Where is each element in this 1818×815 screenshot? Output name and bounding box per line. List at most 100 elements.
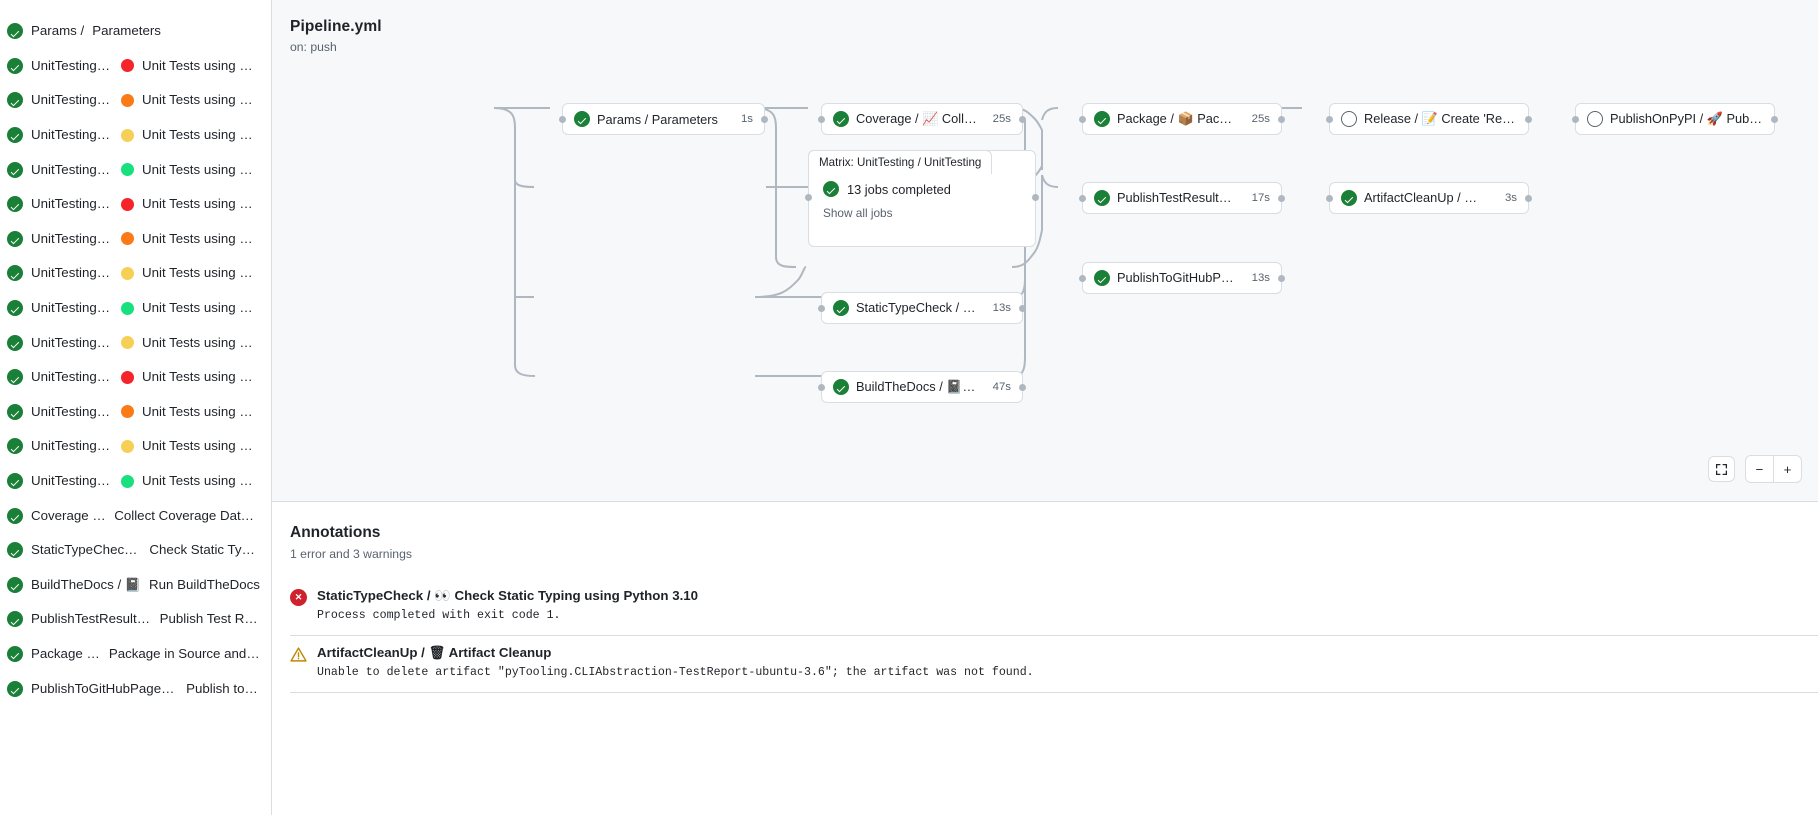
node-output-port bbox=[761, 116, 768, 123]
job-item-label: UnitTesting / 🧊 bbox=[31, 265, 113, 281]
control-divider bbox=[1773, 456, 1774, 482]
annotations-panel: Annotations 1 error and 3 warnings Stati… bbox=[272, 502, 1818, 693]
job-list-item[interactable]: UnitTesting / 🍎 Unit Tests using Pyth... bbox=[0, 464, 271, 499]
zoom-controls: − + bbox=[1745, 455, 1802, 483]
job-list-item[interactable]: UnitTesting / 🐧 Unit Tests using Pyth... bbox=[0, 83, 271, 118]
job-list-item[interactable]: UnitTesting / 🧊 Unit Tests using Pyth... bbox=[0, 256, 271, 291]
job-item-name: Unit Tests using Pyth... bbox=[142, 196, 261, 212]
job-list-item[interactable]: UnitTesting / 🐧 Unit Tests using Pyth... bbox=[0, 49, 271, 84]
graph-node-label: Params / Parameters bbox=[597, 111, 718, 127]
graph-node-artifact[interactable]: ArtifactCleanUp / 🗑 Artifac... 3s bbox=[1326, 182, 1532, 214]
status-pending-icon bbox=[1587, 111, 1603, 127]
graph-node-coverage[interactable]: Coverage / 📈 Collect Cove...25s bbox=[818, 103, 1026, 135]
job-item-name: Collect Coverage Data usi... bbox=[114, 507, 261, 523]
node-input-port bbox=[1079, 195, 1086, 202]
python-version-dot-icon bbox=[121, 370, 134, 384]
job-item-label: UnitTesting / 🍎 bbox=[31, 369, 113, 385]
node-output-port bbox=[1278, 195, 1285, 202]
status-success-icon bbox=[833, 300, 849, 316]
python-version-dot-icon bbox=[121, 474, 134, 488]
node-output-port bbox=[1525, 116, 1532, 123]
job-list-item[interactable]: UnitTesting / 🐧 Unit Tests using Pyth... bbox=[0, 118, 271, 153]
job-list-item[interactable]: BuildTheDocs / 📓 Run BuildTheDocs bbox=[0, 568, 271, 603]
status-success-icon bbox=[7, 334, 23, 351]
job-item-name: Unit Tests using Pyth... bbox=[142, 57, 261, 73]
job-item-label: StaticTypeCheck / 👀 bbox=[31, 542, 142, 558]
fullscreen-icon[interactable] bbox=[1708, 456, 1735, 482]
python-version-dot-icon bbox=[121, 266, 134, 280]
graph-node-emoji-icon: 📦 bbox=[1177, 111, 1194, 126]
status-success-icon bbox=[1094, 270, 1110, 286]
matrix-input-port bbox=[805, 194, 812, 201]
job-list-item[interactable]: Coverage / 📈 Collect Coverage Data usi..… bbox=[0, 498, 271, 533]
job-list-item[interactable]: UnitTesting / 🍎 Unit Tests using Pyth... bbox=[0, 429, 271, 464]
job-list-item[interactable]: UnitTesting / 🧊 Unit Tests using Pyth... bbox=[0, 187, 271, 222]
annotation-message: Process completed with exit code 1. bbox=[317, 609, 561, 622]
python-version-dot-icon bbox=[121, 197, 134, 211]
job-emoji-icon: 🍎 bbox=[108, 404, 113, 420]
graph-node-duration: 25s bbox=[992, 113, 1011, 125]
job-list-item[interactable]: StaticTypeCheck / 👀 Check Static Typing.… bbox=[0, 533, 271, 568]
warning-icon bbox=[290, 646, 307, 663]
job-emoji-icon: 🐧 bbox=[108, 58, 113, 74]
job-item-label: PublishToGitHubPages / 📑 bbox=[31, 680, 179, 696]
graph-node-pypi[interactable]: PublishOnPyPI / 🚀 Publish to ... bbox=[1572, 103, 1778, 135]
graph-node-package[interactable]: Package / 📦 Package in So...25s bbox=[1079, 103, 1285, 135]
status-success-icon bbox=[7, 438, 23, 455]
job-list-item[interactable]: UnitTesting / 🍎 Unit Tests using Pyth... bbox=[0, 360, 271, 395]
job-item-label: Coverage / 📈 bbox=[31, 508, 106, 524]
job-list-item[interactable]: UnitTesting / 🟦 Unit Tests using Pyth... bbox=[0, 325, 271, 360]
node-input-port bbox=[1326, 116, 1333, 123]
python-version-dot-icon bbox=[121, 59, 134, 73]
job-item-name: Unit Tests using Pyth... bbox=[142, 92, 261, 108]
job-list-item[interactable]: PublishToGitHubPages / 📑 Publish to G... bbox=[0, 671, 271, 706]
status-success-icon bbox=[7, 57, 23, 74]
zoom-in-button[interactable]: + bbox=[1774, 456, 1801, 482]
graph-node-label: ArtifactCleanUp / 🗑 Artifac... bbox=[1364, 190, 1490, 205]
show-all-jobs-link[interactable]: Show all jobs bbox=[823, 206, 893, 220]
annotations-title: Annotations bbox=[290, 524, 381, 541]
job-item-name: Unit Tests using Pyth... bbox=[142, 300, 261, 316]
annotation-item[interactable]: StaticTypeCheck / 👀 Check Static Typing … bbox=[290, 579, 1818, 636]
job-list-item[interactable]: UnitTesting / 🐧 Unit Tests using Pyth... bbox=[0, 152, 271, 187]
job-item-label: UnitTesting / 🧊 bbox=[31, 196, 113, 212]
job-item-label: UnitTesting / 🟦 bbox=[31, 335, 113, 351]
job-list-item[interactable]: PublishTestResults / 📊 Publish Test Resu… bbox=[0, 602, 271, 637]
graph-node-release[interactable]: Release / 📝 Create 'Release P... bbox=[1326, 103, 1532, 135]
job-item-name: Check Static Typing... bbox=[149, 542, 261, 558]
graph-node-emoji-icon: 📈 bbox=[922, 111, 939, 126]
job-list-item[interactable]: UnitTesting / 🧊 Unit Tests using Pyth... bbox=[0, 222, 271, 257]
job-list-item[interactable]: Params / Parameters bbox=[0, 14, 271, 49]
python-version-dot-icon bbox=[121, 405, 134, 419]
job-item-label: UnitTesting / 🐧 bbox=[31, 162, 113, 178]
job-item-name: Publish Test Resu... bbox=[159, 611, 261, 627]
matrix-summary-row[interactable]: 13 jobs completed bbox=[823, 181, 1035, 197]
graph-node-label: PublishTestResults / 📊 Pu... bbox=[1117, 190, 1237, 206]
graph-node-builddocs[interactable]: BuildTheDocs / 📓 Run Buil...47s bbox=[818, 371, 1026, 403]
job-list-item[interactable]: UnitTesting / 🧊 Unit Tests using Pyth... bbox=[0, 291, 271, 326]
status-success-icon bbox=[7, 300, 23, 317]
graph-node-ghpages[interactable]: PublishToGitHubPages / 📑 ...13s bbox=[1079, 262, 1285, 294]
status-success-icon bbox=[7, 92, 23, 109]
job-item-name: Parameters bbox=[92, 23, 161, 39]
job-list-item[interactable]: Package / 📦 Package in Source and Wh... bbox=[0, 637, 271, 672]
status-success-icon bbox=[574, 111, 590, 127]
graph-node-duration: 3s bbox=[1504, 192, 1517, 204]
node-output-port bbox=[1019, 384, 1026, 391]
status-success-icon bbox=[7, 196, 23, 213]
graph-node-typecheck[interactable]: StaticTypeCheck / 👀 Chec...13s bbox=[818, 292, 1026, 324]
status-success-icon bbox=[7, 507, 23, 524]
matrix-summary-label: 13 jobs completed bbox=[847, 181, 951, 197]
matrix-group[interactable]: Matrix: UnitTesting / UnitTesting 13 job… bbox=[805, 150, 1039, 247]
graph-node-duration: 13s bbox=[992, 302, 1011, 314]
error-icon bbox=[290, 589, 307, 606]
graph-header: Pipeline.yml on: push bbox=[272, 0, 1818, 54]
job-list-item[interactable]: UnitTesting / 🍎 Unit Tests using Pyth... bbox=[0, 395, 271, 430]
graph-node-testres[interactable]: PublishTestResults / 📊 Pu...17s bbox=[1079, 182, 1285, 214]
zoom-out-button[interactable]: − bbox=[1746, 456, 1773, 482]
python-version-dot-icon bbox=[121, 128, 134, 142]
job-item-name: Unit Tests using Pyth... bbox=[142, 334, 261, 350]
